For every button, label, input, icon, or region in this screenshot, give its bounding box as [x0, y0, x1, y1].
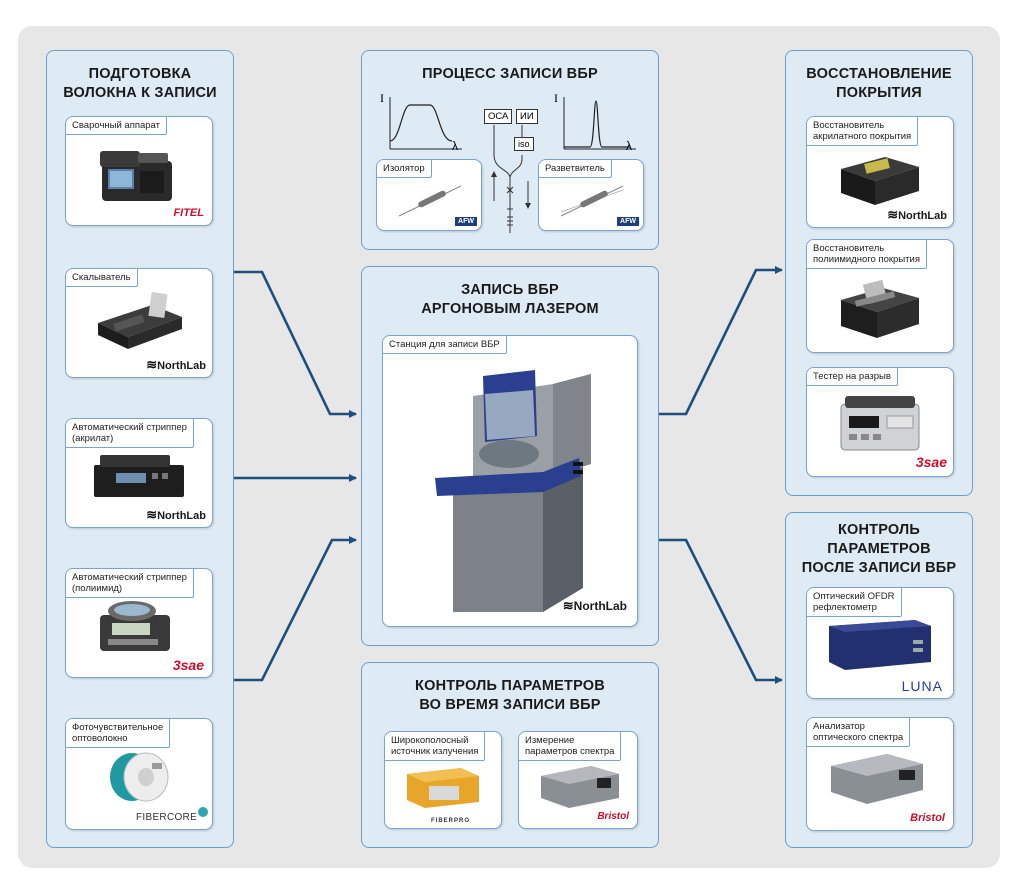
panel-monitoring-during-writing: КОНТРОЛЬ ПАРАМЕТРОВ ВО ВРЕМЯ ЗАПИСИ ВБР …	[361, 662, 659, 848]
polyimide-recoater-image	[841, 279, 919, 338]
spectrum-analyzer-image	[541, 766, 619, 808]
card-optical-spectrum-analyzer[interactable]: Анализатор оптического спектра Bristol	[806, 717, 954, 831]
panel-recording-process: ПРОЦЕСС ЗАПИСИ ВБР I λ I λ ОСА ИИ iso Из…	[361, 50, 659, 250]
brand-logo: AFW	[617, 217, 639, 226]
card-ofdr-reflectometer[interactable]: Оптический OFDR рефлектометр LUNA	[806, 587, 954, 699]
card-label: Изолятор	[377, 160, 432, 178]
writing-station-image	[435, 370, 591, 612]
card-photosensitive-fiber[interactable]: Фоточувствительное оптоволокно FIBERCORE	[65, 718, 213, 830]
panel-argon-laser-writing: ЗАПИСЬ ВБР АРГОНОВЫМ ЛАЗЕРОМ Станция для…	[361, 266, 659, 646]
card-label: Станция для записи ВБР	[383, 336, 507, 354]
brand-logo: FIBERPRO	[431, 818, 471, 824]
card-label: Сварочный аппарат	[66, 117, 167, 135]
reflection-spectrum-plot	[563, 97, 636, 150]
ofdr-reflectometer-image	[829, 620, 931, 670]
brand-logo: AFW	[455, 217, 477, 226]
brand-logo: 3sae	[172, 657, 204, 673]
cleaver-image	[98, 292, 182, 349]
card-label: Восстановитель акрилатного покрытия	[807, 117, 919, 146]
isolator-image	[398, 185, 462, 217]
osa-box: ОСА	[484, 109, 513, 124]
card-label: Скалыватель	[66, 269, 138, 287]
broadband-source-box: ИИ	[516, 109, 538, 124]
acrylate-recoater-image	[841, 157, 919, 205]
fusion-splicer-image	[100, 151, 172, 201]
card-cleaver[interactable]: Скалыватель ≋NorthLab	[65, 268, 213, 378]
card-coupler[interactable]: Разветвитель AFW	[538, 159, 644, 231]
coupler-image	[560, 185, 624, 217]
card-acrylate-recoater[interactable]: Восстановитель акрилатного покрытия ≋Nor…	[806, 116, 954, 228]
card-broadband-source[interactable]: Широкополосный источник излучения FIBERP…	[384, 731, 502, 829]
axis-i-label: I	[554, 91, 558, 105]
card-spectrum-measurement[interactable]: Измерение параметров спектра Bristol	[518, 731, 638, 829]
brand-logo: ≋NorthLab	[562, 598, 627, 613]
brand-logo: ≋NorthLab	[146, 507, 206, 522]
card-label: Автоматический стриппер (полиимид)	[66, 569, 194, 598]
card-label: Оптический OFDR рефлектометр	[807, 588, 902, 617]
brand-logo: ≋NorthLab	[887, 207, 947, 222]
card-label: Широкополосный источник излучения	[385, 732, 486, 761]
isolator-box: iso	[514, 137, 534, 151]
fibercore-logo-icon	[198, 807, 208, 817]
panel-title: КОНТРОЛЬ ПАРАМЕТРОВ ПОСЛЕ ЗАПИСИ ВБР	[801, 522, 957, 576]
card-label: Автоматический стриппер (акрилат)	[66, 419, 194, 448]
card-label: Анализатор оптического спектра	[807, 718, 911, 747]
panel-title: ВОССТАНОВЛЕНИЕ ПОКРЫТИЯ	[806, 66, 952, 101]
axis-lambda-label: λ	[626, 139, 632, 153]
panel-title: ПРОЦЕСС ЗАПИСИ ВБР	[422, 66, 598, 82]
arrow-to-post	[658, 538, 783, 684]
card-polyimide-recoater[interactable]: Восстановитель полиимидного покрытия	[806, 239, 954, 353]
brand-logo: Bristol	[597, 811, 629, 822]
panel-title: ЗАПИСЬ ВБР АРГОНОВЫМ ЛАЗЕРОМ	[421, 282, 599, 317]
panel-fiber-preparation: ПОДГОТОВКА ВОЛОКНА К ЗАПИСИ Сварочный ап…	[46, 50, 234, 848]
card-label: Фоточувствительное оптоволокно	[66, 719, 171, 748]
card-label: Восстановитель полиимидного покрытия	[807, 240, 927, 269]
fiber-spool-image	[110, 752, 169, 802]
card-stripper-acrylate[interactable]: Автоматический стриппер (акрилат) ≋North…	[65, 418, 213, 528]
panel-title: КОНТРОЛЬ ПАРАМЕТРОВ ВО ВРЕМЯ ЗАПИСИ ВБР	[415, 678, 605, 713]
card-label: Разветвитель	[539, 160, 612, 178]
brand-logo: ≋NorthLab	[146, 357, 206, 372]
card-stripper-polyimide[interactable]: Автоматический стриппер (полиимид) 3sae	[65, 568, 213, 678]
stripper-acrylate-image	[94, 455, 184, 497]
panel-post-writing-control: КОНТРОЛЬ ПАРАМЕТРОВ ПОСЛЕ ЗАПИСИ ВБР Опт…	[785, 512, 973, 848]
arrow-to-recoat	[658, 266, 783, 416]
axis-i-label: I	[380, 91, 384, 105]
card-label: Тестер на разрыв	[807, 368, 898, 386]
card-isolator[interactable]: Изолятор AFW	[376, 159, 482, 231]
card-label: Измерение параметров спектра	[519, 732, 622, 761]
panel-recoating: ВОССТАНОВЛЕНИЕ ПОКРЫТИЯ Восстановитель а…	[785, 50, 973, 496]
optical-spectrum-analyzer-image	[831, 754, 923, 804]
card-tensile-tester[interactable]: Тестер на разрыв 3sae	[806, 367, 954, 477]
axis-lambda-label: λ	[452, 139, 458, 153]
panel-title: ПОДГОТОВКА ВОЛОКНА К ЗАПИСИ	[63, 66, 217, 101]
brand-logo: 3sae	[915, 454, 947, 470]
brand-logo: FITEL	[173, 207, 204, 219]
brand-logo: LUNA	[901, 678, 943, 694]
brand-logo: Bristol	[910, 812, 945, 824]
brand-logo: FIBERCORE	[136, 812, 198, 823]
transmission-spectrum-plot	[389, 97, 462, 150]
card-fusion-splicer[interactable]: Сварочный аппарат FITEL	[65, 116, 213, 226]
tensile-tester-image	[840, 396, 920, 451]
fiber-schematic	[491, 125, 531, 233]
broadband-source-image	[407, 768, 479, 808]
card-writing-station[interactable]: Станция для записи ВБР ≋NorthLab	[382, 335, 638, 627]
arrow-prep-3	[233, 536, 357, 682]
arrow-prep-1	[233, 270, 357, 418]
stripper-polyimide-image	[100, 601, 170, 651]
